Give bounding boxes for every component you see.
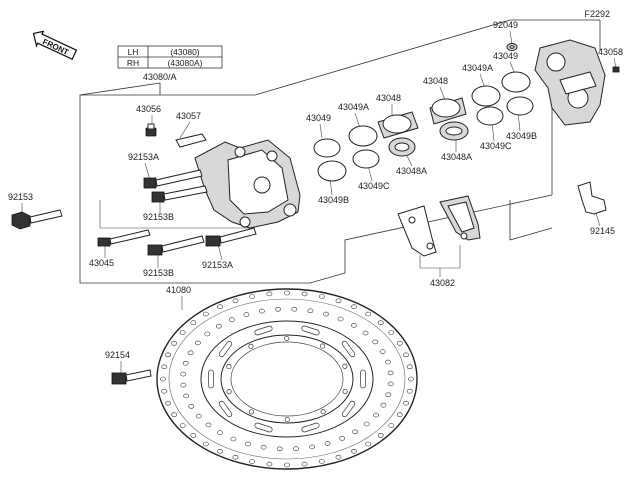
front-badge: FRONT	[32, 30, 78, 61]
label-43049c-left: 43049C	[358, 181, 390, 191]
piston-43048-right	[429, 97, 467, 125]
label-43048-right: 43048	[423, 76, 448, 86]
label-43049-top: 43049	[493, 51, 518, 61]
leader-lines	[21, 30, 617, 373]
piston-43048-left	[377, 111, 419, 139]
bolt-92153b-bot	[147, 235, 205, 256]
table-row-rh-code: (43080A)	[168, 58, 203, 68]
label-43048-left: 43048	[376, 93, 401, 103]
table-row-lh-code: (43080)	[170, 47, 199, 57]
table-row-rh-side: RH	[127, 58, 139, 68]
label-92145: 92145	[590, 226, 615, 236]
caliper-body-right	[534, 39, 606, 126]
label-92153b-mid: 92153B	[143, 212, 174, 222]
washer-92049	[506, 43, 518, 51]
label-43048a-right: 43048A	[441, 152, 472, 162]
table-row-lh-side: LH	[128, 47, 139, 57]
bleeder-valve	[145, 123, 157, 137]
bolt-92153a-bot	[205, 227, 257, 247]
label-43049a-left: 43049A	[338, 102, 369, 112]
seal-43049-left	[313, 138, 341, 158]
seal-43049c-left	[352, 149, 380, 169]
label-43045: 43045	[89, 258, 114, 268]
brake-pad-left	[397, 205, 437, 257]
label-43057: 43057	[176, 111, 201, 121]
screw-43058	[612, 66, 620, 73]
diagram-code: F2292	[584, 9, 610, 19]
seal-43049c-right	[476, 106, 504, 126]
label-43049-left: 43049	[306, 113, 331, 123]
seal-43049b-right	[506, 96, 534, 116]
label-92153-left: 92153	[8, 192, 33, 202]
pad-spring-92145	[577, 181, 607, 215]
seal-43049-top	[501, 71, 531, 93]
label-43049a-right: 43049A	[462, 63, 493, 73]
disc-holes	[160, 290, 414, 468]
bleeder-cap	[175, 133, 207, 148]
piston-43048a-right	[439, 121, 469, 141]
label-43049b-right: 43049B	[506, 131, 537, 141]
seal-43049a-right	[471, 85, 501, 107]
label-92153b-bot: 92153B	[143, 268, 174, 278]
seal-43049a-left	[348, 125, 378, 147]
brake-pad-right	[439, 195, 481, 241]
label-43082: 43082	[430, 278, 455, 288]
caliper-bracket	[194, 139, 301, 229]
brake-disc	[156, 288, 418, 470]
label-92153a-bot: 92153A	[202, 260, 233, 270]
label-43049b-left: 43049B	[318, 195, 349, 205]
pin-43045	[97, 229, 151, 247]
piston-43048a-left	[388, 137, 416, 157]
bolt-92153b-mid	[151, 185, 208, 203]
bolt-92153-left	[11, 209, 63, 230]
seal-43049b-left	[317, 160, 347, 182]
label-92153a-top: 92153A	[128, 152, 159, 162]
label-caliper-assy: 43080/A	[143, 72, 177, 82]
label-43056: 43056	[136, 104, 161, 114]
disc-slots	[208, 325, 366, 433]
label-43058: 43058	[598, 47, 623, 57]
label-92154: 92154	[105, 350, 130, 360]
variant-table: LH (43080) RH (43080A)	[117, 45, 223, 69]
disc-bolt-92154	[111, 369, 152, 385]
bolt-92153a-top	[143, 169, 203, 189]
label-43049c-right: 43049C	[480, 141, 512, 151]
label-92049: 92049	[493, 20, 518, 30]
label-41080: 41080	[166, 285, 191, 295]
label-43048a-left: 43048A	[396, 166, 427, 176]
